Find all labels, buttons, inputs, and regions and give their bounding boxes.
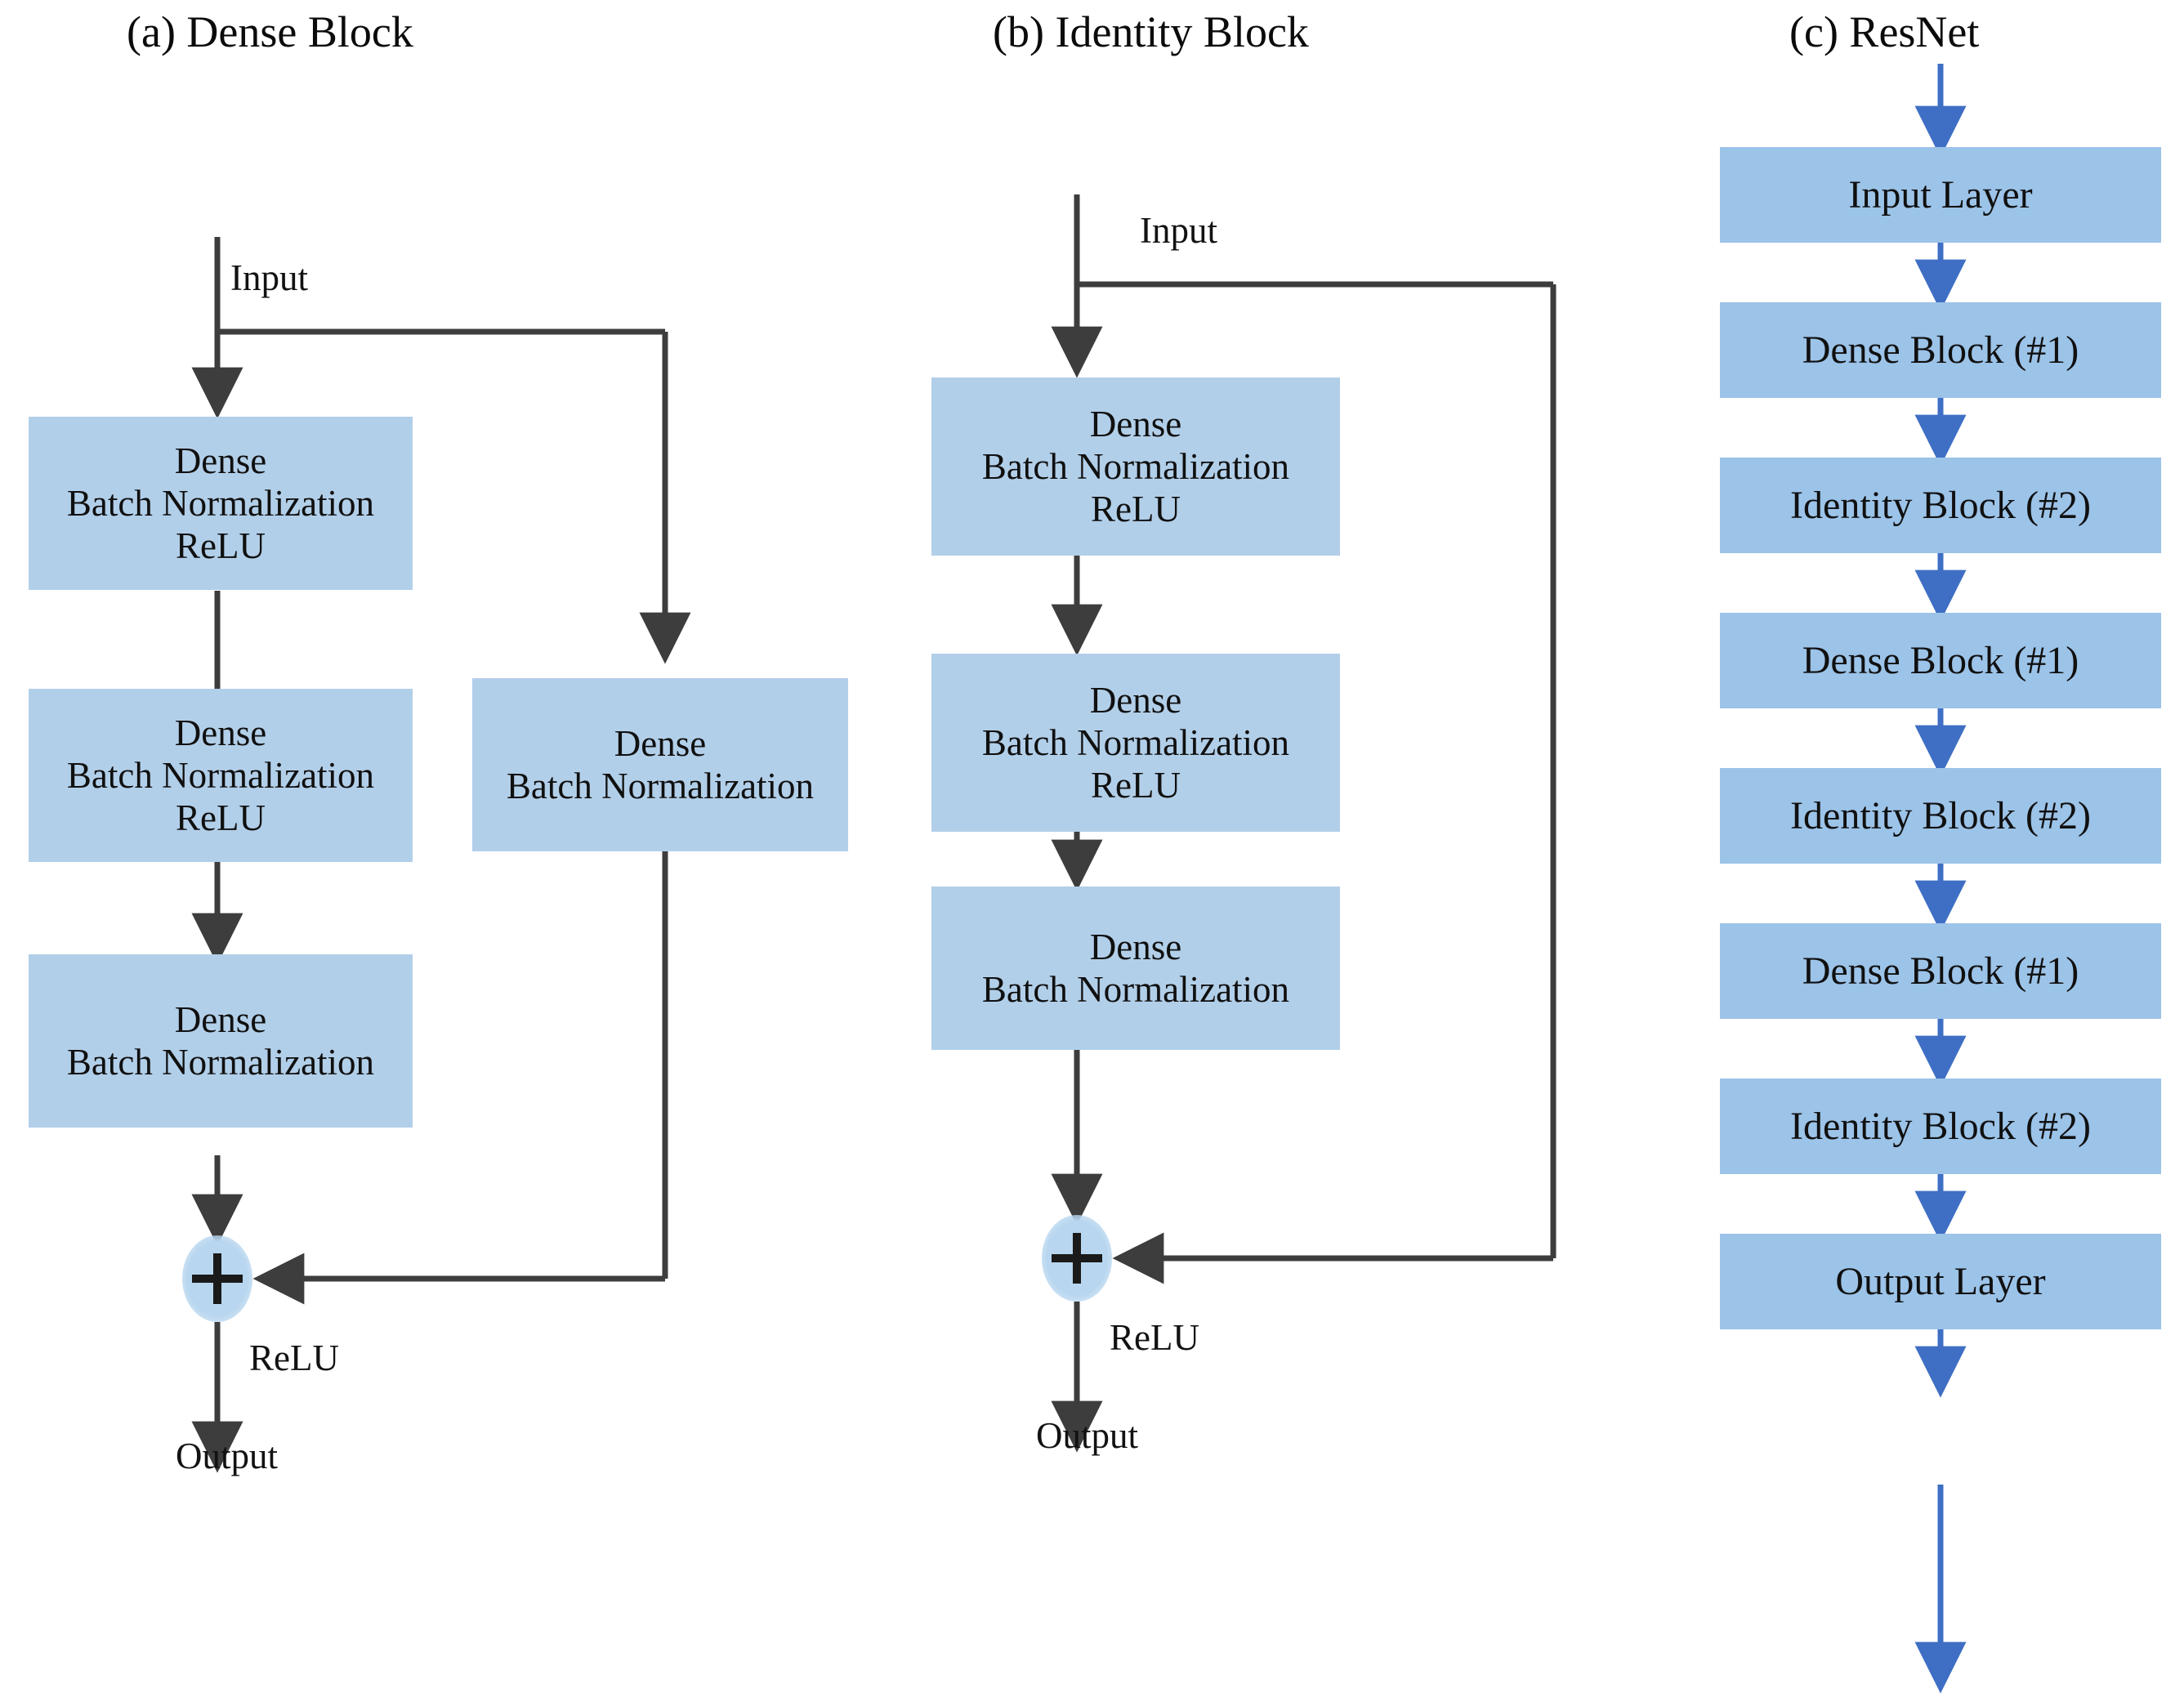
block-line: Dense Block (#1)	[1802, 638, 2079, 682]
block-line: Batch Normalization	[66, 1042, 375, 1083]
block-line: ReLU	[1091, 765, 1181, 806]
resnet-stage-dense-block-1: Dense Block (#1)	[1720, 302, 2161, 398]
resnet-stage-input-layer: Input Layer	[1720, 147, 2161, 243]
block-line: Dense	[1089, 926, 1182, 967]
block-line: Identity Block (#2)	[1790, 483, 2091, 527]
block-line: Dense	[614, 722, 707, 764]
dense-block-stage-1: Dense Batch Normalization ReLU	[29, 417, 413, 590]
block-line: Identity Block (#2)	[1790, 793, 2091, 837]
block-line: Dense	[1089, 403, 1182, 444]
block-line: Batch Normalization	[981, 721, 1290, 763]
dense-block-shortcut-projection: Dense Batch Normalization	[472, 678, 848, 851]
block-line: Batch Normalization	[506, 766, 815, 806]
block-line: Dense	[174, 712, 267, 753]
identity-block-stage-2: Dense Batch Normalization ReLU	[931, 654, 1340, 832]
plus-icon	[192, 1253, 243, 1304]
add-junction-identity-block	[1042, 1215, 1112, 1302]
relu-label-dense-block: ReLU	[249, 1338, 339, 1378]
block-line: Output Layer	[1835, 1259, 2046, 1303]
relu-label-identity-block: ReLU	[1110, 1317, 1199, 1358]
resnet-stage-identity-block-3: Identity Block (#2)	[1720, 768, 2161, 864]
block-line: Input Layer	[1848, 172, 2033, 217]
panel-title-dense-block: (a) Dense Block	[127, 7, 413, 56]
resnet-stage-identity-block-4: Identity Block (#2)	[1720, 1079, 2161, 1174]
block-line: Batch Normalization	[66, 482, 375, 524]
block-line: Dense	[174, 998, 267, 1040]
output-label-identity-block: Output	[1036, 1415, 1139, 1456]
identity-block-stage-1: Dense Batch Normalization ReLU	[931, 377, 1340, 556]
block-line: Dense Block (#1)	[1802, 949, 2079, 993]
dense-block-stage-2: Dense Batch Normalization ReLU	[29, 689, 413, 862]
input-label-identity-block: Input	[1140, 210, 1217, 251]
output-label-dense-block: Output	[176, 1436, 279, 1476]
panel-title-resnet: (c) ResNet	[1789, 7, 1980, 56]
block-line: ReLU	[176, 525, 266, 567]
identity-block-stage-3: Dense Batch Normalization	[931, 886, 1340, 1050]
resnet-stage-dense-block-2: Dense Block (#1)	[1720, 613, 2161, 708]
block-line: Dense	[1089, 679, 1182, 721]
block-line: Batch Normalization	[66, 754, 375, 796]
input-label-dense-block: Input	[230, 257, 308, 298]
block-line: Batch Normalization	[981, 969, 1290, 1010]
block-line: Dense	[174, 440, 267, 481]
block-line: Batch Normalization	[981, 445, 1290, 487]
resnet-stage-identity-block-2: Identity Block (#2)	[1720, 458, 2161, 553]
block-line: ReLU	[176, 797, 266, 839]
resnet-stage-dense-block-3: Dense Block (#1)	[1720, 923, 2161, 1019]
panel-title-identity-block: (b) Identity Block	[993, 7, 1309, 56]
resnet-stage-output-layer: Output Layer	[1720, 1234, 2161, 1329]
plus-icon	[1052, 1233, 1102, 1284]
dense-block-stage-3: Dense Batch Normalization	[29, 954, 413, 1128]
block-line: ReLU	[1091, 489, 1181, 530]
block-line: Identity Block (#2)	[1790, 1104, 2091, 1148]
add-junction-dense-block	[182, 1235, 252, 1322]
block-line: Dense Block (#1)	[1802, 328, 2079, 372]
